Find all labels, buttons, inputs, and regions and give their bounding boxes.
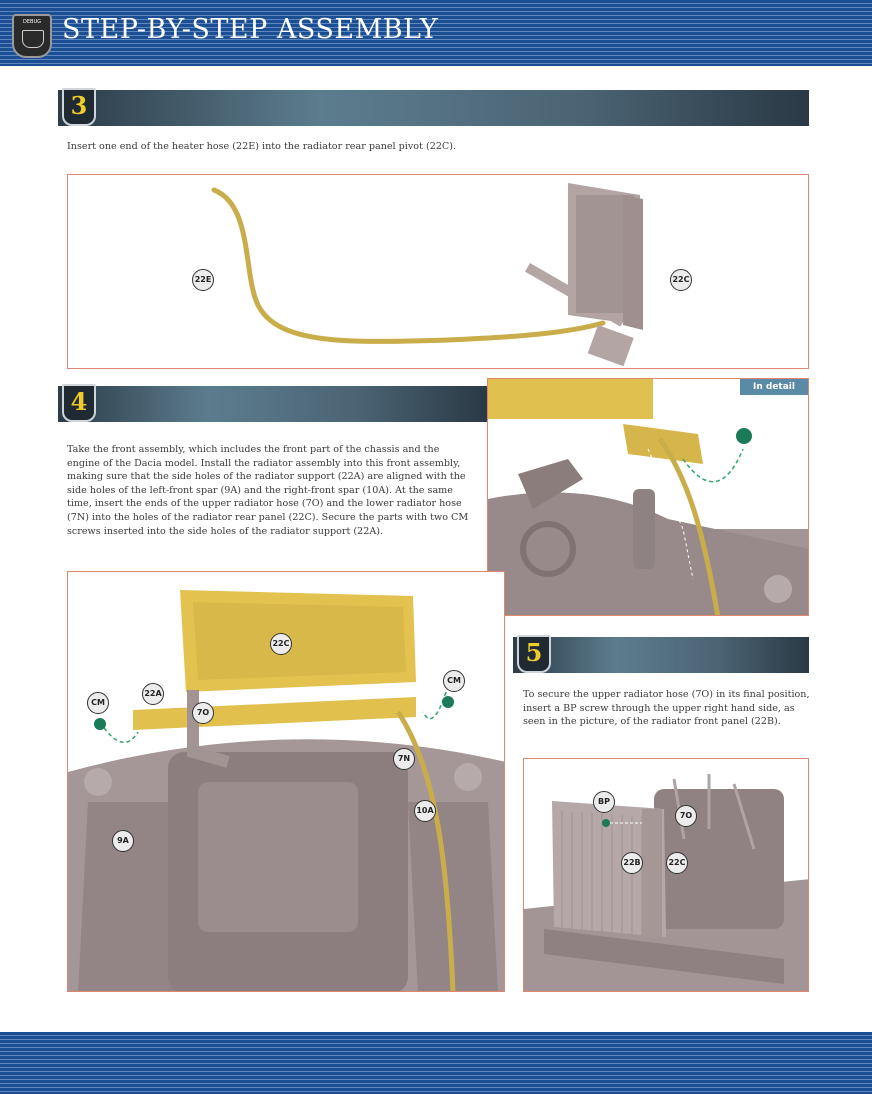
header-banner [0,0,872,66]
step-4-detail-illustration: In detail [487,378,809,616]
label-cm-right: CM [443,670,465,692]
label-22c: 22C [670,269,692,291]
label-22b: 22B [621,852,643,874]
step-4-drawing [68,590,504,991]
step-5-number: 5 [517,635,551,673]
label-9a: 9A [112,830,134,852]
label-22c-radiator: 22C [270,633,292,655]
step-3-illustration: 22E 22C [67,174,809,369]
in-detail-tag: In detail [740,379,808,395]
radiator-rear-panel-22c [525,183,643,367]
bp-screw-icon [602,819,610,827]
label-bp: BP [593,791,615,813]
label-7o: 7O [192,702,214,724]
step-4-number: 4 [62,384,96,422]
heater-hose-22e [211,187,606,344]
label-22c-step5: 22C [666,852,688,874]
step-4-illustration: 22C 22A 7O CM CM 7N 10A 9A [67,571,505,992]
label-22e: 22E [192,269,214,291]
footer-banner [0,1032,872,1094]
step-5-illustration: BP 7O 22B 22C [523,758,809,992]
step-3-header: 3 [58,88,809,126]
step-5-instructions: To secure the upper radiator hose (7O) i… [523,689,810,728]
cm-screw-icon [736,428,752,444]
step-4-header: 4 [58,384,488,422]
cm-screw-right-icon [442,696,454,708]
page-title: STEP-BY-STEP ASSEMBLY [62,14,439,45]
step-4-instructions: Take the front assembly, which includes … [67,444,469,537]
step-5-header: 5 [513,635,809,673]
label-7n: 7N [393,748,415,770]
brand-badge-icon: DEBUG [12,14,52,58]
step-3-drawing [211,183,643,367]
cm-screw-left-icon [94,718,106,730]
label-cm-left: CM [87,692,109,714]
label-10a: 10A [414,800,436,822]
step-3-number: 3 [62,88,96,126]
step-3-instructions: Insert one end of the heater hose (22E) … [67,141,457,152]
badge-text: DEBUG [23,19,41,25]
step-5-drawing [524,774,808,991]
label-22a: 22A [142,683,164,705]
label-7o-step5: 7O [675,805,697,827]
step-4-detail-drawing [488,379,808,615]
